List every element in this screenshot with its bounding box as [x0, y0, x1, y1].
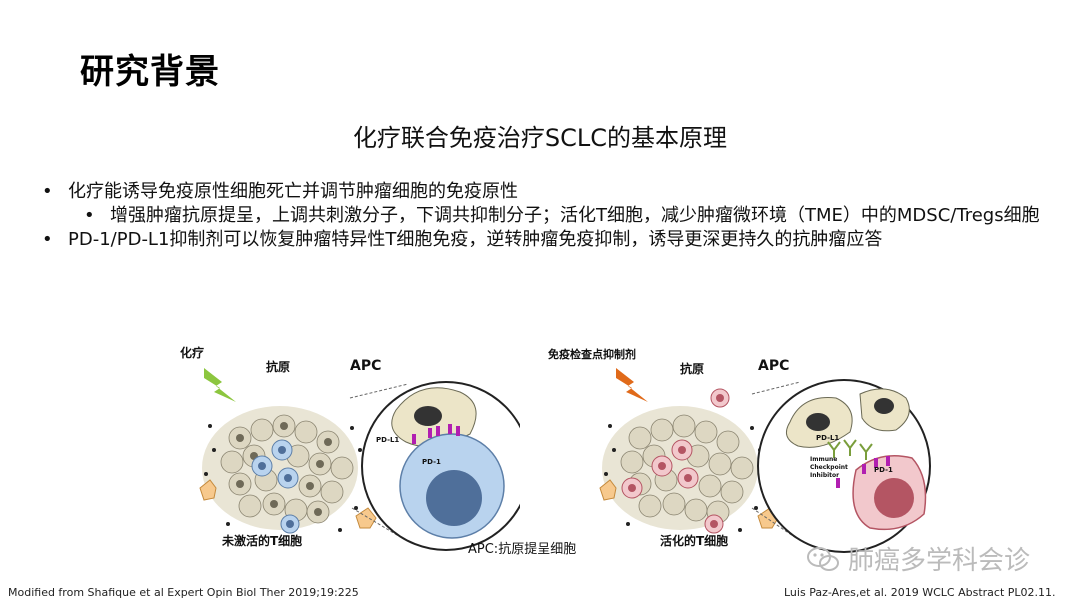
- figure-immunotherapy-illustration: [540, 338, 940, 556]
- bullet-dot: •: [42, 180, 53, 204]
- bullet-text: 化疗能诱导免疫原性细胞死亡并调节肿瘤细胞的免疫原性: [68, 181, 518, 202]
- pdl1-label: PD-L1: [816, 434, 839, 442]
- lightning-bolt-icon: [616, 368, 648, 402]
- checkpoint-inhibitor-label: 免疫检查点抑制剂: [548, 346, 636, 362]
- bullet-dot: •: [84, 204, 95, 228]
- slide-subtitle: 化疗联合免疫治疗SCLC的基本原理: [0, 118, 1080, 153]
- dendritic-cell: [356, 508, 376, 528]
- sub-bullet-item: • 增强肿瘤抗原提呈，上调共刺激分子，下调共抑制分子；活化T细胞，减少肿瘤微环境（…: [40, 204, 1040, 228]
- antigen-label: 抗原: [266, 358, 290, 375]
- footer-reference-right: Luis Paz-Ares,et al. 2019 WCLC Abstract …: [784, 586, 1056, 599]
- apc-label: APC: [758, 358, 789, 374]
- figure-chemo-mechanism: 化疗 抗原 APC PD-L1 PD-1 未激活的T细胞: [170, 338, 520, 556]
- pd1-label: PD-1: [874, 466, 893, 474]
- immune-checkpoint-inhibitor-label: Immune Checkpoint Inhibitor: [810, 456, 856, 480]
- active-t-cell-caption: 活化的T细胞: [660, 532, 728, 549]
- watermark-text: 肺癌多学科会诊: [848, 540, 1030, 577]
- wechat-icon: [806, 545, 840, 573]
- lightning-bolt-icon: [204, 368, 236, 402]
- inactive-t-cell-caption: 未激活的T细胞: [222, 532, 302, 549]
- antigen-label: 抗原: [680, 360, 704, 377]
- bullet-item: • PD-1/PD-L1抑制剂可以恢复肿瘤特异性T细胞免疫，逆转肿瘤免疫抑制，诱导…: [40, 228, 1040, 252]
- figure-chemo-illustration: [170, 338, 520, 556]
- footer-reference-left: Modified from Shafique et al Expert Opin…: [8, 586, 359, 599]
- bullet-text: 增强肿瘤抗原提呈，上调共刺激分子，下调共抑制分子；活化T细胞，减少肿瘤微环境（T…: [110, 205, 1040, 226]
- apc-label: APC: [350, 358, 381, 374]
- chemo-label: 化疗: [180, 344, 204, 361]
- pdl1-label: PD-L1: [376, 436, 399, 444]
- watermark: 肺癌多学科会诊: [806, 540, 1030, 577]
- pd1-label: PD-1: [422, 458, 441, 466]
- apc-definition: APC:抗原提呈细胞: [468, 538, 576, 557]
- bullet-text: PD-1/PD-L1抑制剂可以恢复肿瘤特异性T细胞免疫，逆转肿瘤免疫抑制，诱导更…: [68, 229, 882, 250]
- page-title: 研究背景: [80, 44, 220, 93]
- figure-immunotherapy-mechanism: 免疫检查点抑制剂 抗原 APC PD-L1 Immune Checkpoint …: [540, 338, 940, 556]
- bullet-item: • 化疗能诱导免疫原性细胞死亡并调节肿瘤细胞的免疫原性: [40, 180, 1040, 204]
- bullet-dot: •: [42, 228, 53, 252]
- bullet-list: •化疗能诱导免疫原性细胞死亡并调节肿瘤细胞的免疫原性 •增强肿瘤抗原提呈，上调共…: [40, 180, 1040, 252]
